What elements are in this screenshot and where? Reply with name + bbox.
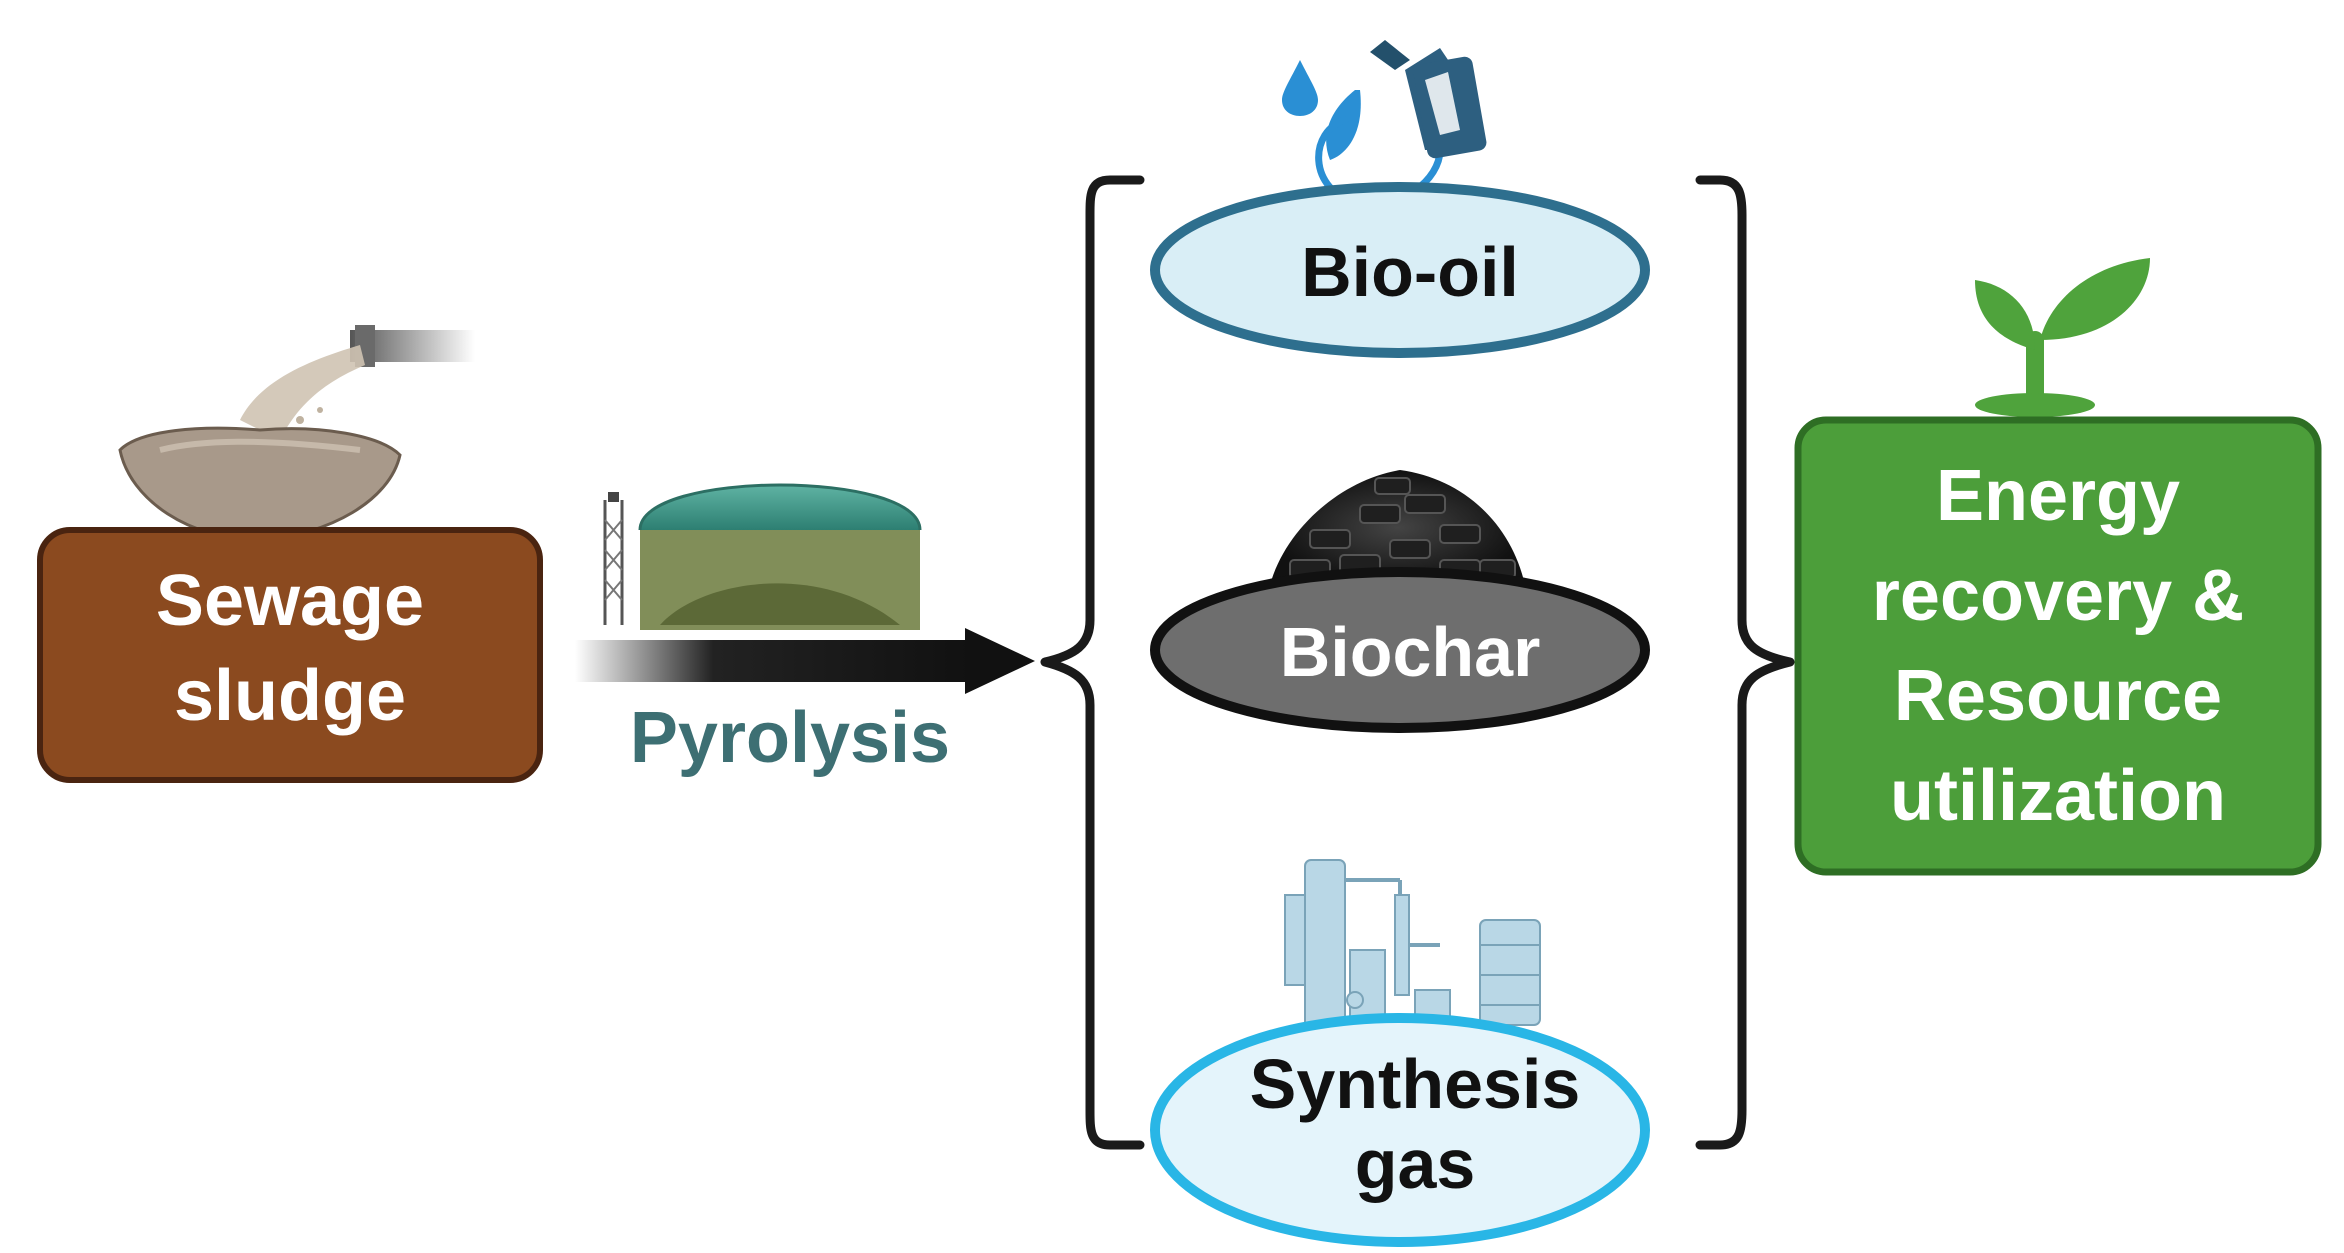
sludge-stream [240,345,365,440]
pipe-icon [350,325,475,367]
brace-left-icon [1040,175,1145,1150]
arrow-right-icon [575,628,1035,694]
gas-plant-icon [1284,859,1541,1031]
synthesis-gas-ellipse: Synthesis gas [1150,1013,1650,1247]
synthesis-gas-label-2: gas [1355,1125,1476,1203]
sprout-icon [1975,258,2150,419]
pyrolysis-label: Pyrolysis [630,698,950,778]
charcoal-pile-icon [1270,470,1525,585]
energy-recovery-box: Energy recovery & Resource utilization [1794,416,2322,876]
fuel-can-icon [1370,40,1487,159]
bio-oil-label: Bio-oil [1301,233,1519,311]
sewage-label-2: sludge [174,656,406,736]
tower-icon [603,492,624,625]
brace-right-icon [1695,175,1795,1150]
synthesis-gas-label-1: Synthesis [1250,1045,1581,1123]
outcome-label-3: Resource [1894,656,2222,736]
biochar-ellipse: Biochar [1150,567,1650,733]
sewage-sludge-box: Sewage sludge [37,527,543,783]
sewage-label-1: Sewage [156,561,424,641]
bio-oil-ellipse: Bio-oil [1150,182,1650,358]
outcome-label-2: recovery & [1872,556,2244,636]
biochar-label: Biochar [1280,613,1541,691]
reactor-icon [638,483,922,630]
outcome-label-4: utilization [1890,756,2226,836]
outcome-label-1: Energy [1936,456,2180,536]
sludge-pile-icon [118,426,402,542]
